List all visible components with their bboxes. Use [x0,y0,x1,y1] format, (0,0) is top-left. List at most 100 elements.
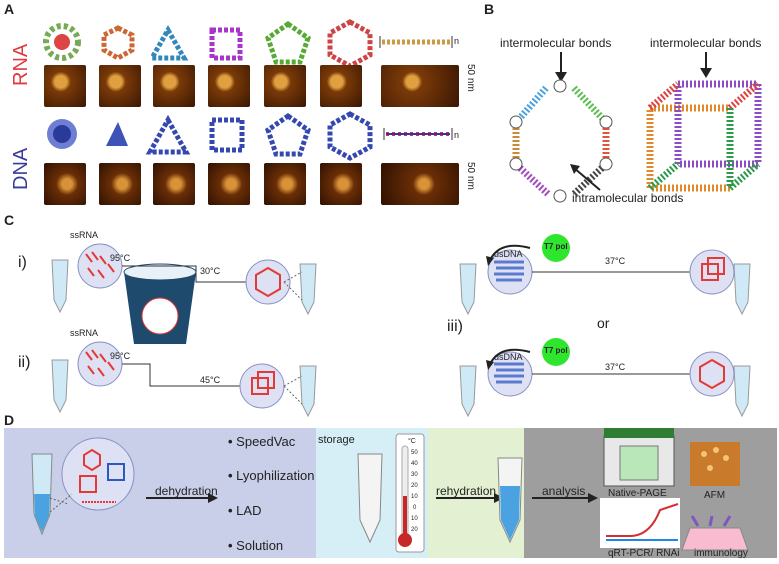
temp-95-label-1: 95°C [110,253,131,263]
rna-triangle-model [147,24,189,61]
microtube-icon [459,365,477,418]
rna-afm-image [44,65,86,107]
rna-hexagon-schematic [509,79,613,203]
rna-afm-image-wide [381,65,459,107]
rna-hexagon-model [101,25,135,61]
immunology-label: immunology [694,548,748,559]
microtube-icon [357,453,383,544]
dsdna-label-1: dsDNA [494,249,523,259]
microtube-icon [299,263,317,316]
dna-square-model [209,117,245,153]
method-speedvac: SpeedVac [228,434,295,449]
t7-polymerase-label-1: T7 pol [544,242,568,251]
qrt-pcr-plot-icon [600,498,680,548]
panel-b-letter: B [484,1,495,17]
dna-afm-image [99,163,141,205]
afm-instrument-icon [690,442,740,486]
afm-label: AFM [704,490,726,501]
route-ii-label: ii) [18,354,31,371]
panel-b-arrows [555,52,712,82]
or-label: or [597,315,610,331]
rna-afm-image [264,65,306,107]
dna-afm-image [264,163,306,205]
dehydration-background [4,428,316,558]
dna-afm-image [153,163,195,205]
rna-afm-image [320,65,362,107]
dna-filament-model [383,128,453,140]
dna-afm-image [208,163,250,205]
method-lyophilization: Lyophilization [228,468,314,483]
panel-d-diagram [31,428,749,553]
ssrna-label-2: ssRNA [70,328,99,338]
thermometer-unit: °C [408,438,416,445]
dna-pentagon-model [265,112,311,157]
gel-electrophoresis-icon [603,428,675,487]
thermometer-tick: 40 [411,461,418,467]
dehydration-label: dehydration [155,484,218,498]
thermometer-tick: 50 [411,450,418,456]
rna-afm-image [153,65,195,107]
temp-30-label: 30°C [200,266,221,276]
thermometer-tick: 0 [413,505,417,511]
thermometer-tick: 30 [411,472,418,478]
dna-afm-image [44,163,86,205]
microtube-icon [733,365,751,418]
ice-bucket-icon [123,263,197,344]
temp-45-label: 45°C [200,375,221,385]
dna-afm-image-wide [381,163,459,205]
rna-subscript-n: n [454,36,460,46]
route-iii-label: iii) [447,318,463,335]
temp-95-label-2: 95°C [110,351,131,361]
temp-37-label-1: 37°C [605,256,626,266]
dsdna-label-2: dsDNA [494,352,523,362]
rna-square-model [209,27,243,61]
rna-filament-model [379,36,453,48]
dna-models [47,111,453,161]
analysis-label: analysis [542,484,586,498]
thermometer-tick: 20 [411,483,418,489]
dna-scale-label: 50 nm [465,162,476,190]
dna-hexagon-model [327,111,373,161]
rehydration-label: rehydration [436,484,497,498]
microtube-icon [733,263,751,316]
panel-c-diagram [51,234,751,418]
rna-afm-image [99,65,141,107]
thermometer-tick: 10 [411,516,418,522]
thermometer-tick: 20 [411,527,418,533]
rna-afm-image [208,65,250,107]
rna-cube-schematic [646,80,762,192]
intramolecular-label: intramolecular bonds [572,191,684,205]
panel-c-letter: C [4,212,15,228]
microtube-icon [497,457,523,544]
native-page-label: Native-PAGE [608,488,667,499]
route-i-label: i) [18,254,27,271]
dna-tetrahedron-model [106,122,128,146]
dna-triangle-model [145,114,191,155]
intermolecular-label-right: intermolecular bonds [650,36,762,50]
temp-37-label-2: 37°C [605,362,626,372]
microtube-icon [51,259,69,314]
immunology-flask-icon [681,515,749,551]
rna-pentagon-model [265,20,311,65]
ssrna-label-1: ssRNA [70,230,99,240]
microtube-icon [31,453,53,536]
thermometer-tick: 10 [411,494,418,500]
panel-a-letter: A [4,1,15,17]
microtube-icon [51,359,69,414]
microtube-icon [299,365,317,418]
method-lad: LAD [228,503,261,518]
method-solution: Solution [228,538,283,553]
dna-row-label: DNA [10,147,32,190]
storage-label: storage [318,434,355,446]
panel-d-letter: D [4,412,15,428]
intramolecular-arrow [570,164,601,191]
dna-globular-model [47,119,77,149]
dna-subscript-n: n [454,130,460,140]
t7-polymerase-label-2: T7 pol [544,346,568,355]
qrt-pcr-label: qRT-PCR/ RNAi [608,548,680,559]
rna-globular-model [43,23,81,61]
microtube-icon [459,263,477,316]
intermolecular-label-left: intermolecular bonds [500,36,612,50]
dna-afm-image [320,163,362,205]
thermometer-icon [395,433,425,553]
